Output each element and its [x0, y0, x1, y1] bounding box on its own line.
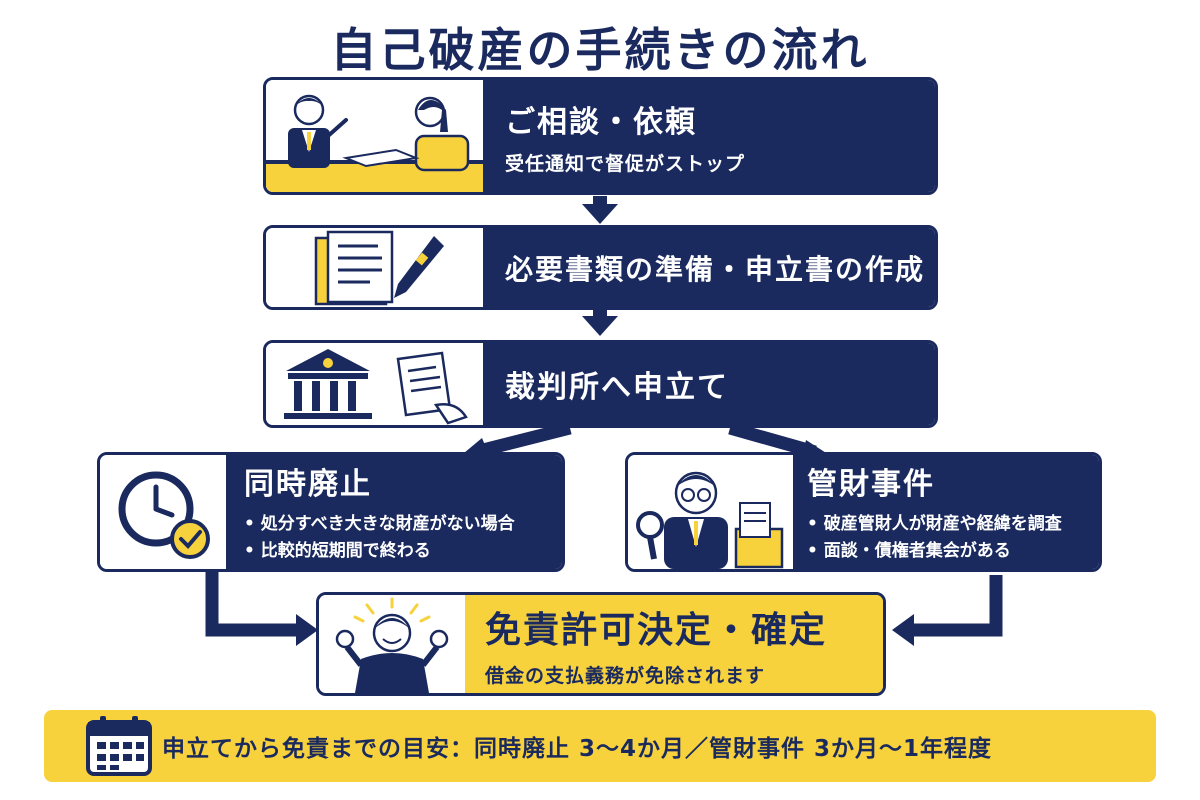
list-item: 処分すべき大きな財産がない場合: [244, 511, 562, 538]
list-item: 面談・債権者集会がある: [807, 538, 1099, 565]
timeline-banner: 申立てから免責までの目安：同時廃止 3〜4か月／管財事件 3か月〜1年程度: [44, 710, 1156, 782]
step-simultaneous-abolition: 同時廃止 処分すべき大きな財産がない場合 比較的短期間で終わる: [97, 452, 565, 572]
clock-check-icon: [100, 455, 226, 569]
list-item: 比較的短期間で終わる: [244, 538, 562, 565]
step-title: 免責許可決定・確定: [485, 609, 828, 651]
arrow-left-return: [205, 570, 298, 637]
step-trustee-case: 管財事件 破産管財人が財産や経緯を調査 面談・債権者集会がある: [625, 452, 1102, 572]
arrow-left-return-head: [296, 614, 318, 646]
bullet-list: 破産管財人が財産や経緯を調査 面談・債権者集会がある: [807, 511, 1099, 565]
step-title: ご相談・依頼: [505, 104, 697, 140]
consultation-panel: ご相談・依頼 受任通知で督促がストップ: [483, 80, 935, 192]
arrow-left-branch: [473, 421, 572, 459]
arrow-2-head: [582, 316, 618, 336]
arrow-2-shaft: [593, 308, 607, 316]
file-panel: 裁判所へ申立て: [483, 343, 935, 425]
arrow-1-shaft: [593, 196, 607, 204]
celebrating-person-icon: [319, 595, 465, 693]
arrow-right-return-head: [892, 614, 914, 646]
step-subtitle: 借金の支払義務が免除されます: [485, 664, 766, 687]
step-discharge: 免責許可決定・確定 借金の支払義務が免除されます: [316, 592, 886, 696]
calendar-icon: [86, 716, 152, 776]
bullet-list: 処分すべき大きな財産がない場合 比較的短期間で終わる: [244, 511, 562, 565]
step-consultation: ご相談・依頼 受任通知で督促がストップ: [263, 77, 938, 195]
page-title: 自己破産の手続きの流れ: [330, 23, 870, 77]
arrow-right-return: [912, 575, 1003, 637]
trustee-panel: 管財事件 破産管財人が財産や経緯を調査 面談・債権者集会がある: [793, 455, 1099, 569]
simultaneous-panel: 同時廃止 処分すべき大きな財産がない場合 比較的短期間で終わる: [226, 455, 562, 569]
step-title: 同時廃止: [244, 467, 372, 502]
step-title: 必要書類の準備・申立書の作成: [505, 252, 926, 286]
prepare-panel: 必要書類の準備・申立書の作成: [483, 228, 935, 307]
documents-pen-icon: [266, 228, 483, 307]
trustee-investigator-icon: [628, 455, 793, 569]
timeline-text: 申立てから免責までの目安：同時廃止 3〜4か月／管財事件 3か月〜1年程度: [162, 736, 993, 762]
arrow-right-branch: [728, 421, 817, 459]
list-item: 破産管財人が財産や経緯を調査: [807, 511, 1099, 538]
consultation-icon: [266, 80, 483, 192]
step-title: 管財事件: [807, 467, 935, 502]
courthouse-icon: [266, 343, 483, 425]
step-prepare-documents: 必要書類の準備・申立書の作成: [263, 225, 938, 310]
step-title: 裁判所へ申立て: [505, 370, 729, 405]
discharge-panel: 免責許可決定・確定 借金の支払義務が免除されます: [465, 595, 883, 693]
step-subtitle: 受任通知で督促がストップ: [505, 152, 746, 175]
arrow-1-head: [582, 204, 618, 224]
step-file-court: 裁判所へ申立て: [263, 340, 938, 428]
